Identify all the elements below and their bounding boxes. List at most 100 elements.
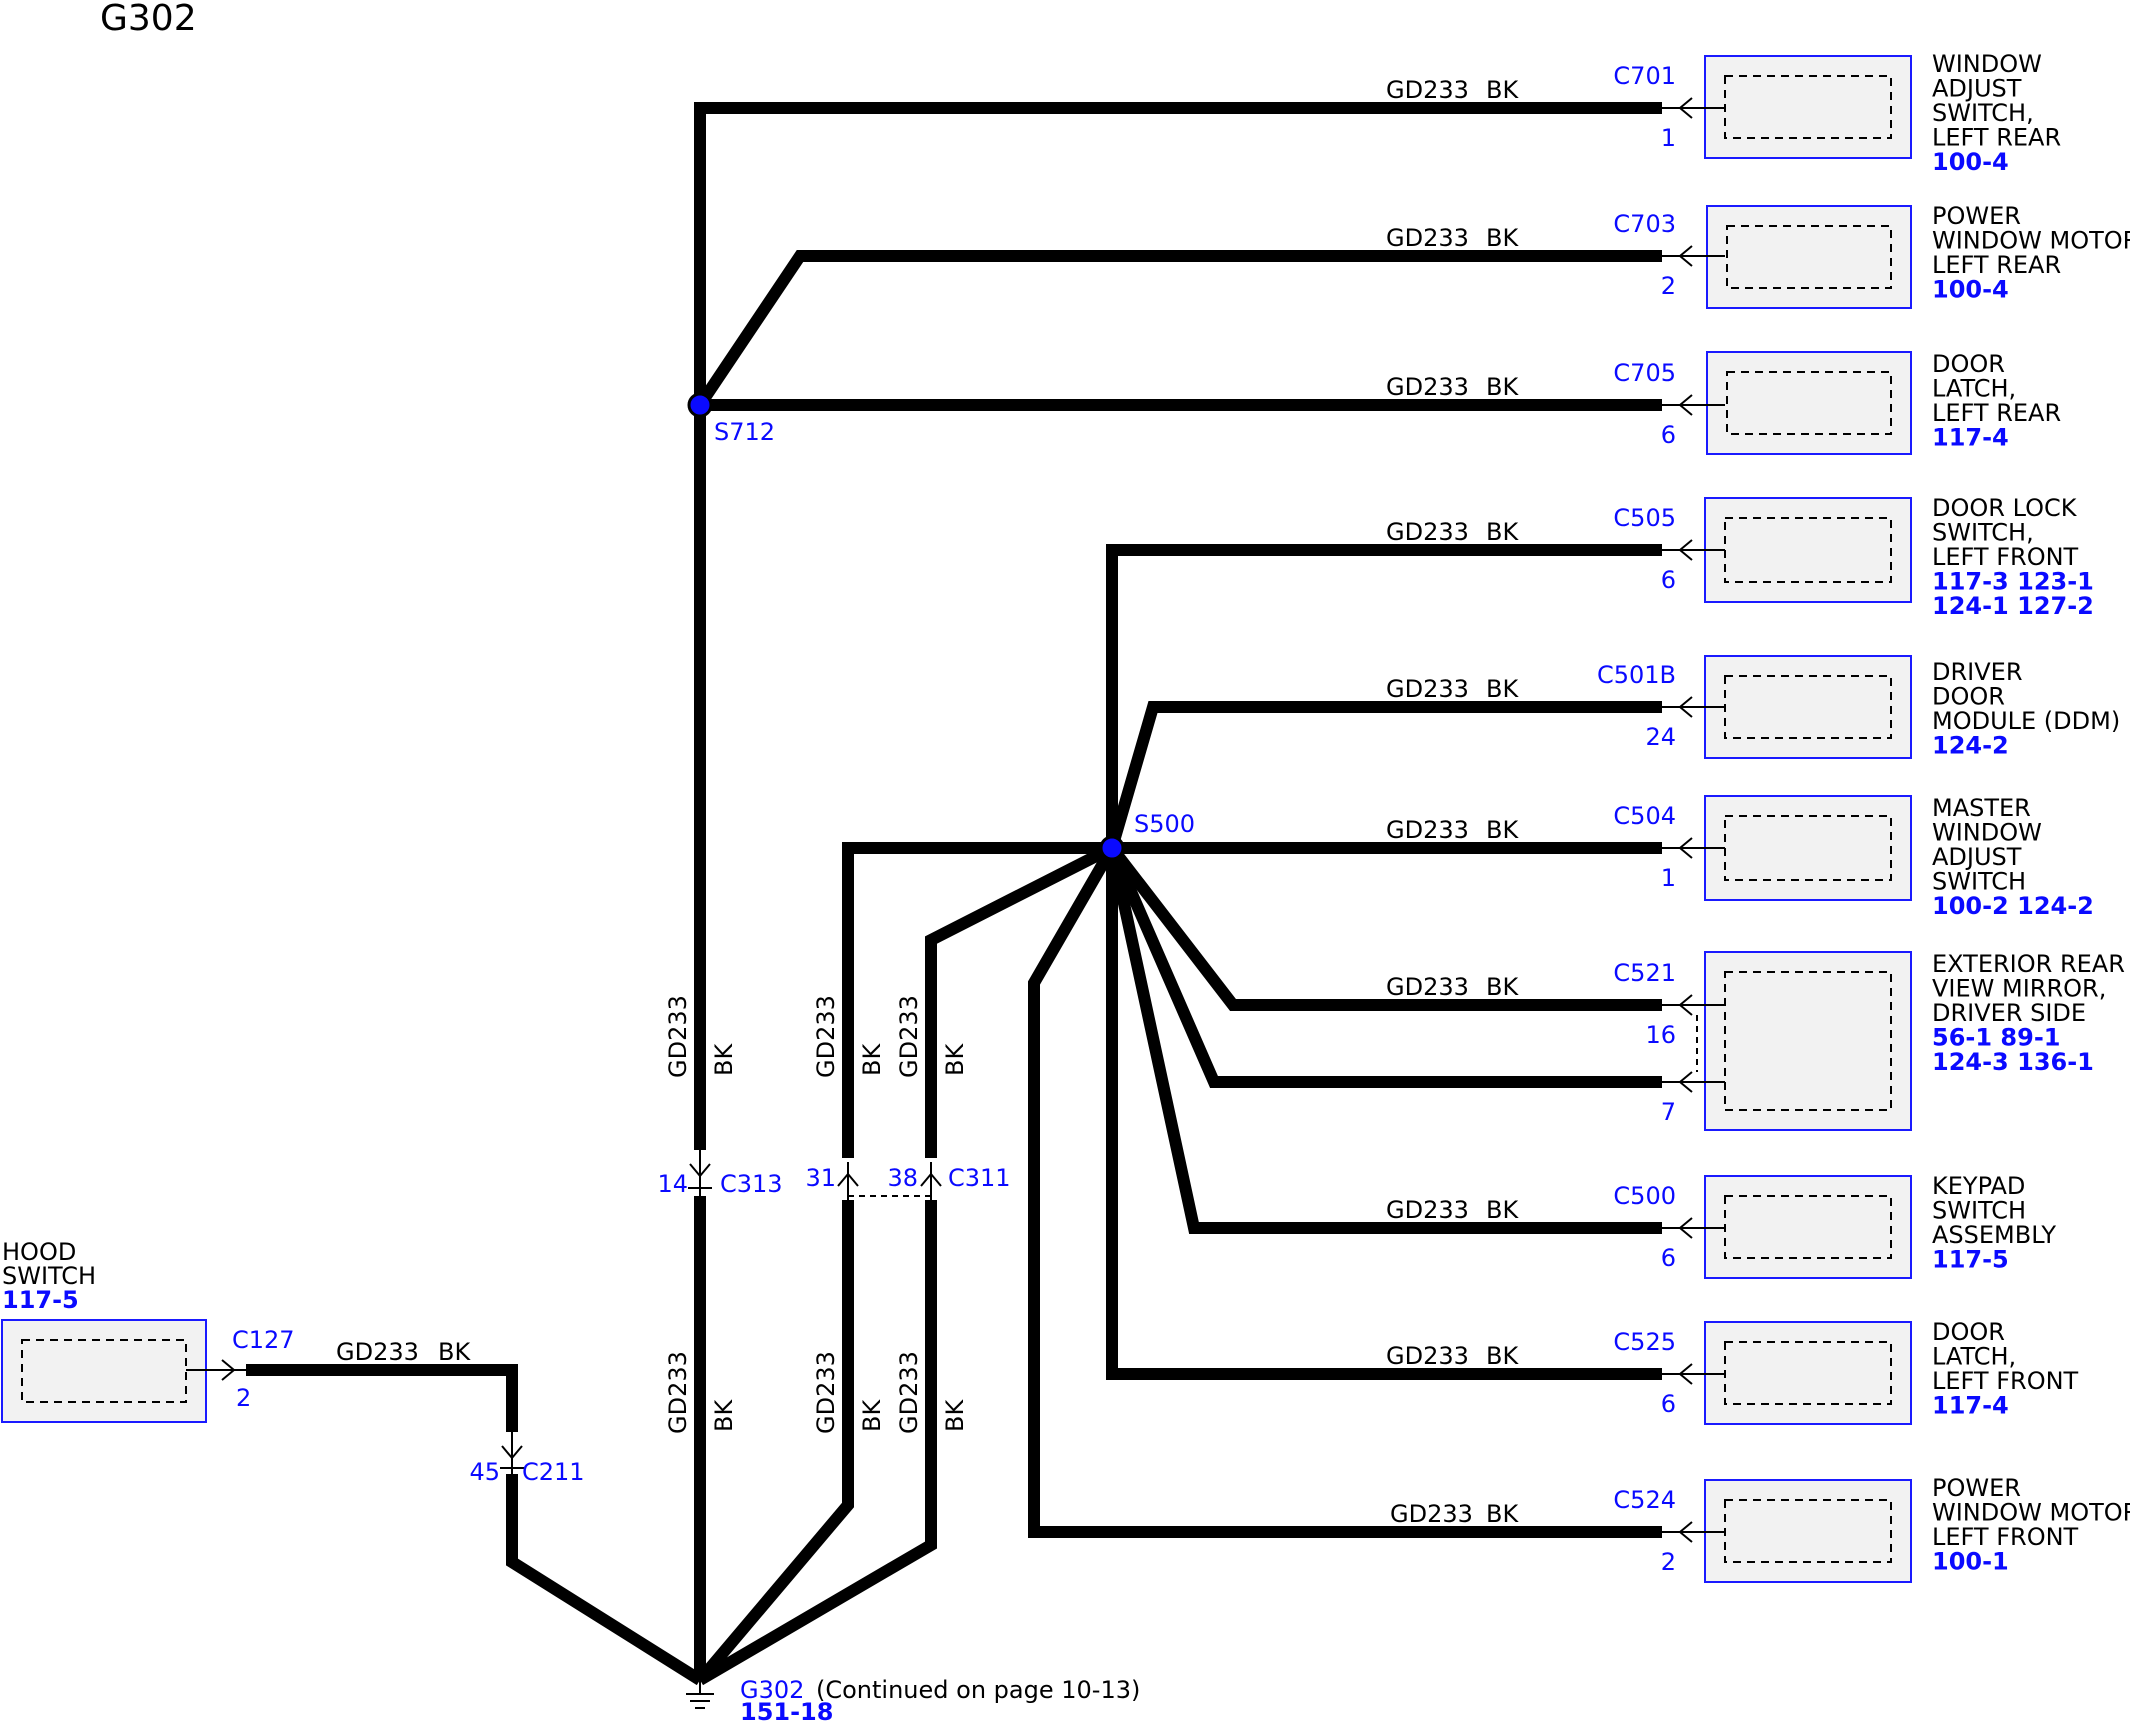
component-connector-pin: 6 [1661, 566, 1676, 594]
component-name-line: MASTER [1932, 794, 2031, 822]
component-page-ref[interactable]: 124-3 136-1 [1932, 1048, 2094, 1076]
component-box[interactable] [1704, 951, 1912, 1131]
component-name-line: WINDOW [1932, 50, 2042, 78]
component-connector-pin: 6 [1661, 1244, 1676, 1272]
component-connector-pin: 6 [1661, 1390, 1676, 1418]
wire-s712-to-c701 [694, 102, 1662, 405]
c311-label: C311 [948, 1164, 1011, 1192]
wire-c311-31-to-g302 [695, 1200, 854, 1684]
wire-color-label: BK [1486, 1196, 1519, 1224]
component-page-ref[interactable]: 124-1 127-2 [1932, 592, 2094, 620]
ground-page-ref[interactable]: 151-18 [740, 1698, 833, 1722]
component-name-line: POWER [1932, 1474, 2021, 1502]
c705-connector-symbol [1662, 394, 1725, 416]
wire-code-label: GD233 [1390, 1500, 1473, 1528]
component-box[interactable] [1704, 55, 1912, 159]
wire-color-label: BK [710, 1043, 738, 1076]
component-box[interactable] [1704, 1175, 1912, 1279]
wire-color-label: BK [1486, 76, 1519, 104]
inline-connectors [500, 1150, 942, 1474]
c313-label: C313 [720, 1170, 783, 1198]
c701-connector-symbol [1662, 97, 1725, 119]
component-name-line: KEYPAD [1932, 1172, 2025, 1200]
component-name-line: SWITCH, [1932, 519, 2034, 547]
component-name-line: LEFT FRONT [1932, 1367, 2079, 1395]
component-box[interactable] [1704, 795, 1912, 901]
hood-switch-component[interactable]: HOOD SWITCH 117-5 C127 2 GD233 BK [1, 1238, 471, 1423]
component-connector-label: C505 [1613, 504, 1676, 532]
wire-code-label: GD233 [812, 995, 840, 1078]
component-page-ref[interactable]: 124-2 [1932, 732, 2009, 760]
component-connector-label: C703 [1613, 210, 1676, 238]
splice-s500-label: S500 [1134, 810, 1195, 838]
vertical-wire-labels: GD233 BK GD233 BK GD233 BK GD233 BK GD23… [664, 995, 969, 1434]
component-connector-pin: 24 [1645, 723, 1676, 751]
c525-connector-symbol [1662, 1363, 1725, 1385]
wire-code-label: GD233 [1386, 518, 1469, 546]
component-page-ref[interactable]: 100-4 [1932, 148, 2009, 176]
component-page-ref[interactable]: 100-1 [1932, 1548, 2009, 1576]
component-name-line: EXTERIOR REAR [1932, 950, 2125, 978]
wire-code-label: GD233 [1386, 675, 1469, 703]
component-page-ref[interactable]: 100-4 [1932, 276, 2009, 304]
component-name-line: DOOR [1932, 683, 2005, 711]
component-name-line: SWITCH [1932, 1197, 2026, 1225]
hood-switch-inner [21, 1339, 187, 1403]
component-box[interactable] [1704, 497, 1912, 603]
component-name-line: DOOR [1932, 350, 2005, 378]
component-page-ref[interactable]: 117-3 123-1 [1932, 568, 2094, 596]
wire-s500-to-c311-38 [925, 842, 1115, 1158]
component-name-line: LEFT REAR [1932, 124, 2061, 152]
component-connector-label: C525 [1613, 1328, 1676, 1356]
wire-s500-to-c521-7 [1106, 845, 1662, 1088]
splice-s500 [1099, 835, 1125, 861]
c521-connector-symbol [1662, 994, 1725, 1093]
component-name-line: LEFT REAR [1932, 399, 2061, 427]
wire-color-label: BK [1486, 518, 1519, 546]
c311-pin-31: 31 [805, 1164, 836, 1192]
component-connector-pin: 1 [1661, 864, 1676, 892]
wire-color-label: BK [858, 1043, 886, 1076]
component-box[interactable] [1706, 351, 1912, 455]
component-page-ref[interactable]: 56-1 89-1 [1932, 1024, 2060, 1052]
wire-s500-to-c524 [1028, 844, 1662, 1538]
component-box[interactable] [1704, 1479, 1912, 1583]
component-page-ref[interactable]: 117-4 [1932, 424, 2009, 452]
wire-color-label: BK [1486, 973, 1519, 1001]
component-name-line: MODULE (DDM) [1932, 707, 2120, 735]
hood-switch-page-ref[interactable]: 117-5 [2, 1286, 79, 1314]
component-connector-pin: 16 [1645, 1021, 1676, 1049]
component-box[interactable] [1704, 1321, 1912, 1425]
component-name-line: DOOR [1932, 1318, 2005, 1346]
splice-s712 [687, 392, 713, 418]
wire-c127-to-c211 [246, 1364, 518, 1432]
component-page-ref[interactable]: 117-4 [1932, 1392, 2009, 1420]
component-inner [1726, 225, 1892, 289]
component-page-ref[interactable]: 100-2 124-2 [1932, 892, 2094, 920]
wire-code-label: GD233 [1386, 1342, 1469, 1370]
component-box[interactable] [1704, 655, 1912, 759]
c127-label: C127 [232, 1326, 295, 1354]
c524-connector-symbol [1662, 1521, 1725, 1543]
component-name-line: VIEW MIRROR, [1932, 975, 2106, 1003]
component-connector-pin: 2 [1661, 272, 1676, 300]
wire-code-label: GD233 [1386, 973, 1469, 1001]
wire-c211-to-g302 [506, 1474, 704, 1686]
component-page-ref[interactable]: 117-5 [1932, 1246, 2009, 1274]
wire-color-label: BK [1486, 373, 1519, 401]
wire-color-label: BK [858, 1399, 886, 1432]
component-connector-pin: 2 [1661, 1548, 1676, 1576]
component-box[interactable] [1706, 205, 1912, 309]
component-connector-pin: 7 [1661, 1098, 1676, 1126]
hood-switch-box[interactable] [1, 1319, 207, 1423]
